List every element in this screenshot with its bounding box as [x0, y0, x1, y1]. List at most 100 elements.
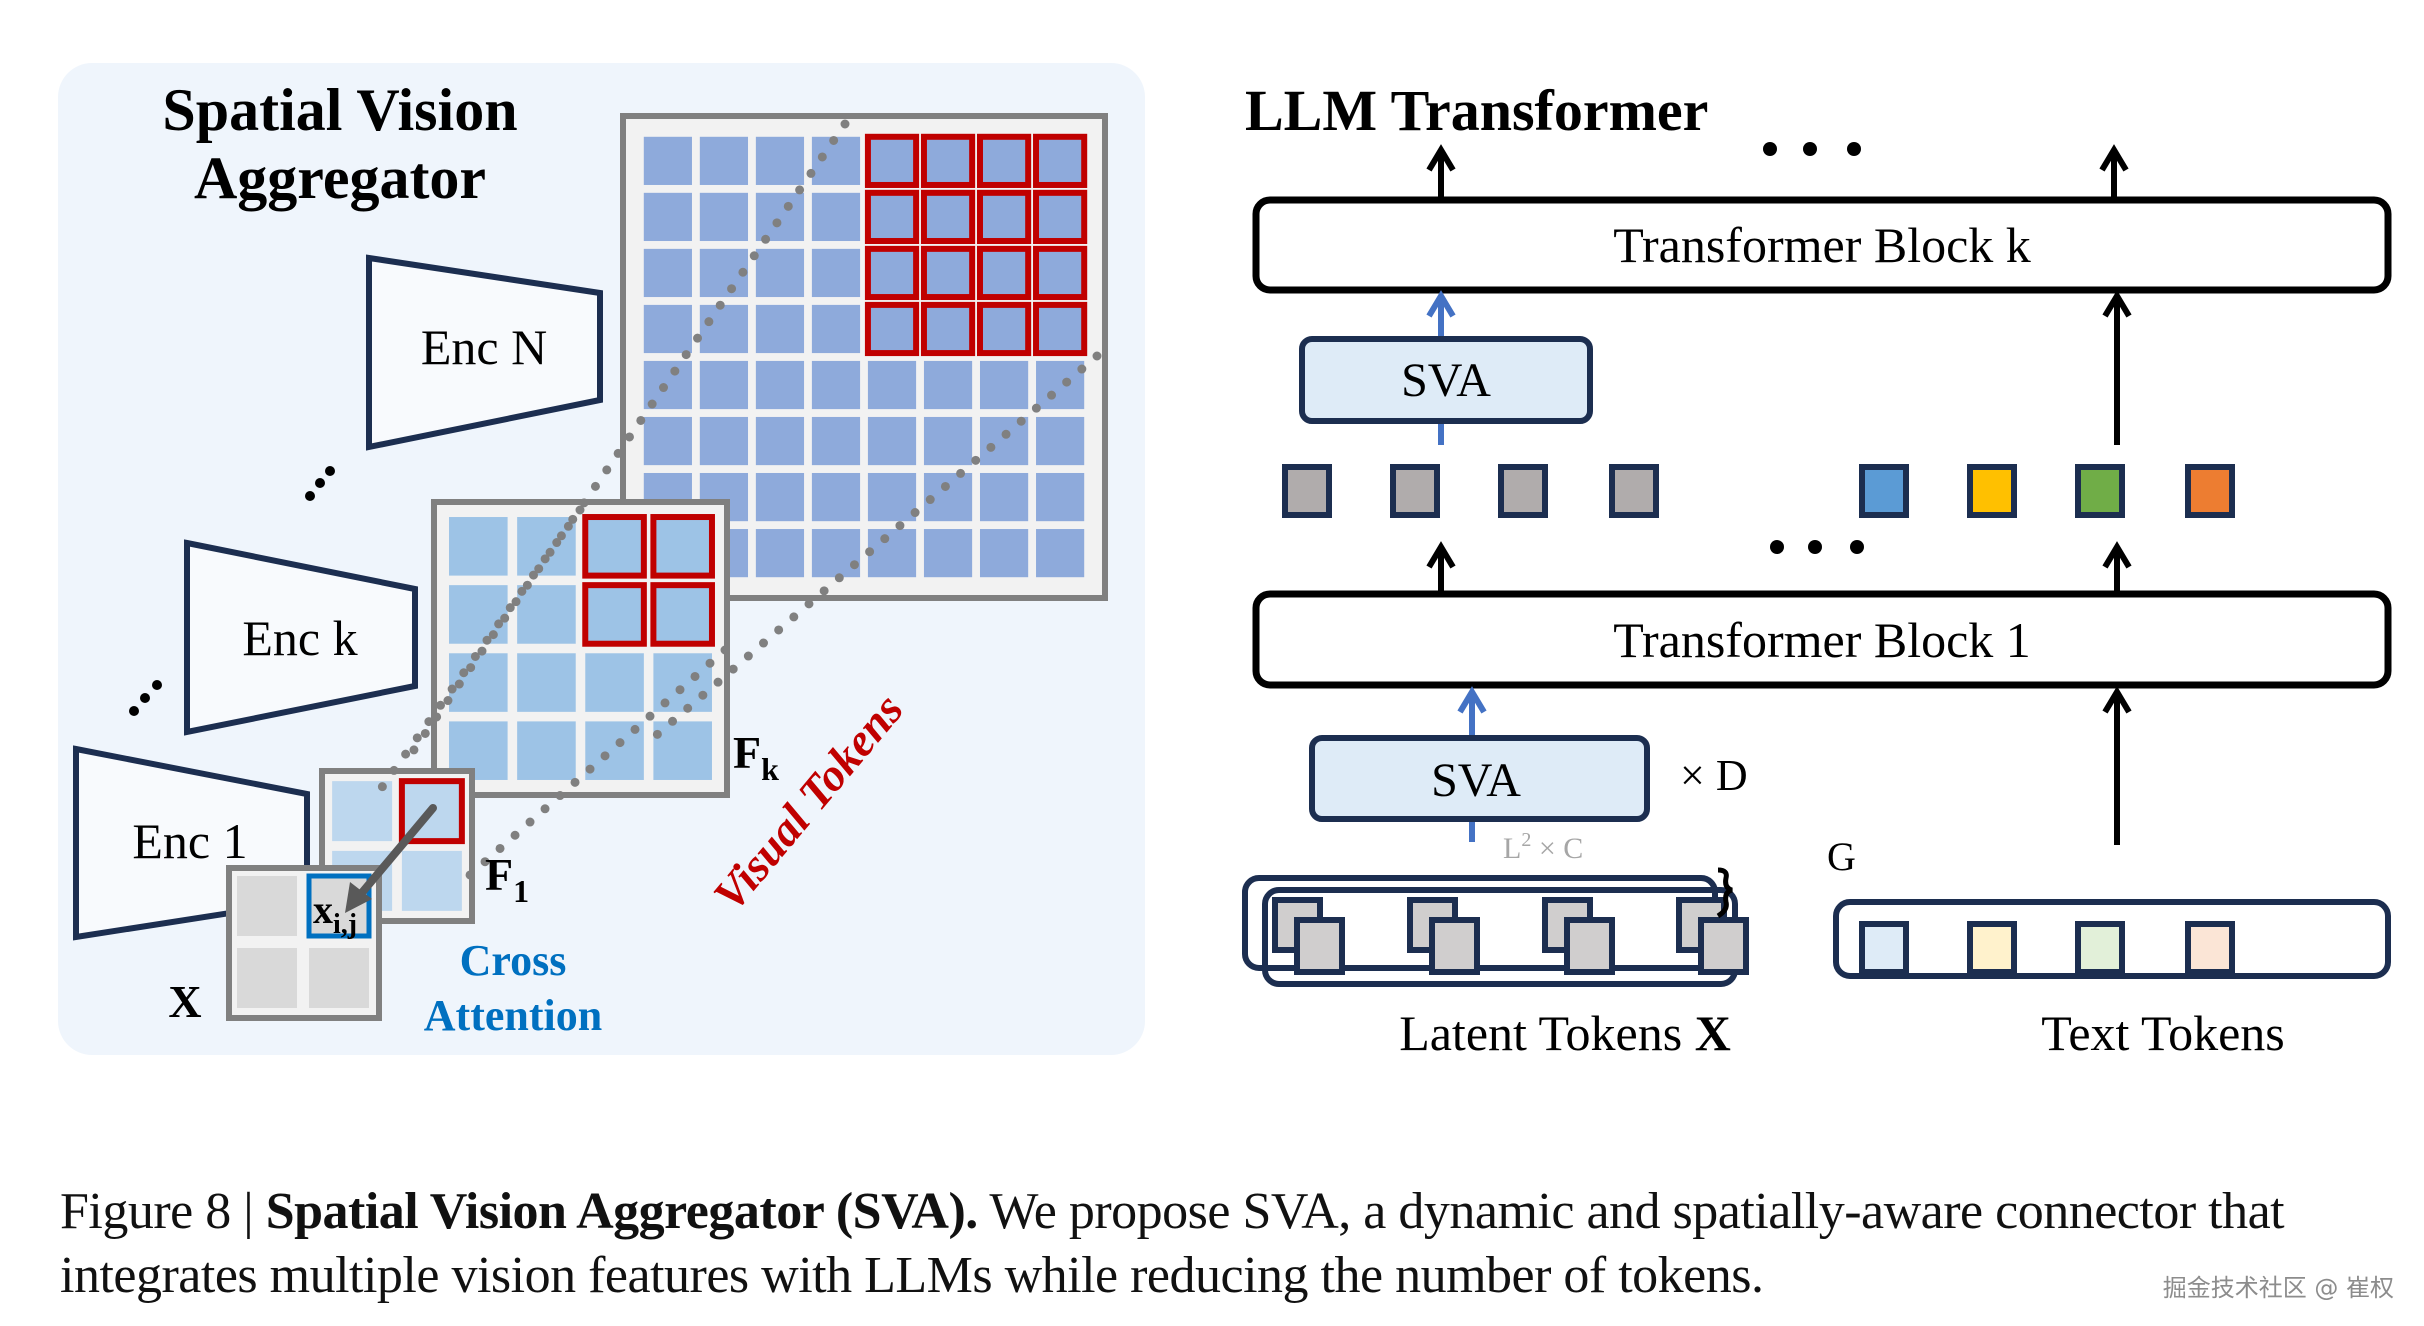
feature-n-cell — [643, 304, 692, 354]
feature-n-cell-selected — [1033, 245, 1088, 301]
feature-n-cell — [643, 192, 692, 242]
text-token — [2185, 921, 2235, 975]
cross-attention-label-line1: Cross — [460, 936, 567, 985]
text-path-arrow-upper — [2102, 290, 2132, 445]
feature-n-cell — [755, 472, 805, 522]
feature-n-cell — [867, 472, 917, 522]
transformer-block-1-label: Transformer Block 1 — [1613, 612, 2031, 668]
hidden-token — [1609, 464, 1659, 518]
feature-n-cell-selected — [864, 245, 920, 301]
feature-n-cell-selected — [976, 133, 1032, 188]
feature-n-cell — [699, 416, 749, 466]
text-token — [1967, 921, 2017, 975]
feature-n-cell-selected — [920, 133, 976, 188]
feature-n-cell — [979, 472, 1029, 522]
text-tokens-label: Text Tokens — [2041, 1005, 2284, 1061]
query-cell — [309, 948, 369, 1008]
ellipsis-lower — [129, 680, 162, 716]
sva-title-line1: Spatial Vision — [162, 77, 517, 143]
feature-n-cell — [755, 529, 805, 578]
encoder-n-shape — [366, 254, 603, 451]
f1-label: F1 — [485, 849, 529, 909]
feature-n-cell — [755, 248, 805, 298]
group-brace — [1716, 867, 1733, 919]
feature-n-cell — [867, 360, 917, 410]
hidden-token — [1967, 464, 2017, 518]
encoder-k-label: Enc k — [242, 610, 357, 666]
feature-n-cell — [643, 136, 692, 185]
ellipsis-top — [1763, 142, 1861, 156]
transformer-block-1: Transformer Block 1 — [1252, 590, 2392, 689]
sva-block-upper: SVA — [1299, 336, 1593, 424]
text-token — [2075, 921, 2125, 975]
repeat-d-label: × D — [1680, 751, 1748, 800]
fk-label: Fk — [733, 727, 779, 787]
feature-n-cell — [755, 192, 805, 242]
hidden-token — [2075, 464, 2125, 518]
latent-token-front — [1294, 917, 1345, 975]
latent-token-groups — [1242, 875, 1749, 987]
caption-body: We propose SVA, a dynamic and spatially-… — [60, 1183, 2285, 1304]
query-cell-label: xi,j — [313, 887, 357, 940]
feature-n-cell — [643, 416, 692, 466]
latent-token-front — [1564, 917, 1615, 975]
cross-attention-label-line2: Attention — [424, 991, 602, 1040]
ellipsis-middle — [1770, 540, 1864, 554]
feature-n-cell — [755, 136, 805, 185]
projection-line-k-left — [375, 505, 585, 795]
sva-title-line2: Aggregator — [194, 145, 486, 211]
feature-k-cell-selected — [650, 582, 715, 647]
feature-map-k — [431, 499, 730, 798]
sva-block-lower-label: SVA — [1431, 754, 1521, 807]
feature-n-cell — [867, 529, 917, 578]
query-cell — [237, 876, 297, 936]
feature-k-cell — [585, 653, 644, 712]
feature-n-cell-selected — [920, 189, 976, 245]
feature-n-cell-selected — [976, 245, 1032, 301]
feature-n-cell-selected — [1033, 189, 1088, 245]
latent-tokens-label: Latent Tokens X — [1399, 1005, 1731, 1061]
feature-k-cell — [517, 653, 576, 712]
feature-n-cell — [811, 304, 861, 354]
feature-n-cell — [923, 360, 973, 410]
feature-n-cell — [1036, 529, 1085, 578]
query-cell — [237, 948, 297, 1008]
block1-output-arrows — [1426, 541, 2132, 594]
encoder-n-label: Enc N — [421, 319, 547, 375]
feature-n-cell — [811, 472, 861, 522]
watermark: 掘金技术社区 @ 崔权 — [2162, 1274, 2394, 1302]
query-cell-selected — [306, 873, 372, 939]
feature-n-cell — [923, 529, 973, 578]
feature-n-cell — [811, 136, 861, 185]
feature-n-cell — [1036, 472, 1085, 522]
transformer-block-k: Transformer Block k — [1252, 196, 2392, 294]
feature-n-cell-selected — [920, 245, 976, 301]
feature-n-cell-selected — [976, 189, 1032, 245]
sva-block-upper-label: SVA — [1401, 354, 1491, 407]
feature-k-cell-selected — [582, 514, 647, 579]
feature-n-cell — [755, 416, 805, 466]
hidden-token-row — [1282, 464, 2235, 518]
caption-title: Spatial Vision Aggregator (SVA). — [265, 1183, 979, 1240]
projection-line-n-left — [402, 119, 850, 765]
llm-transformer-title: LLM Transformer — [1245, 78, 1708, 143]
projection-line-n-right — [640, 351, 1102, 750]
hidden-token — [1859, 464, 1909, 518]
feature-n-cell-selected — [976, 301, 1032, 357]
query-x-label: X — [168, 976, 201, 1027]
encoder-k: Enc k — [184, 539, 418, 736]
feature-n-cell — [755, 360, 805, 410]
encoder-k-shape — [184, 539, 418, 736]
feature-k-cell — [517, 585, 576, 644]
feature-k-cell — [517, 721, 576, 780]
feature-n-cell — [811, 529, 861, 578]
feature-n-cell-selected — [864, 189, 920, 245]
hidden-token — [1390, 464, 1440, 518]
text-path-arrow-lower — [2102, 686, 2132, 845]
text-token — [1859, 921, 1909, 975]
feature-n-cell-selected — [1033, 301, 1088, 357]
feature-k-cell-selected — [582, 582, 647, 647]
projection-lines — [375, 119, 1102, 880]
feature-n-cell — [867, 416, 917, 466]
